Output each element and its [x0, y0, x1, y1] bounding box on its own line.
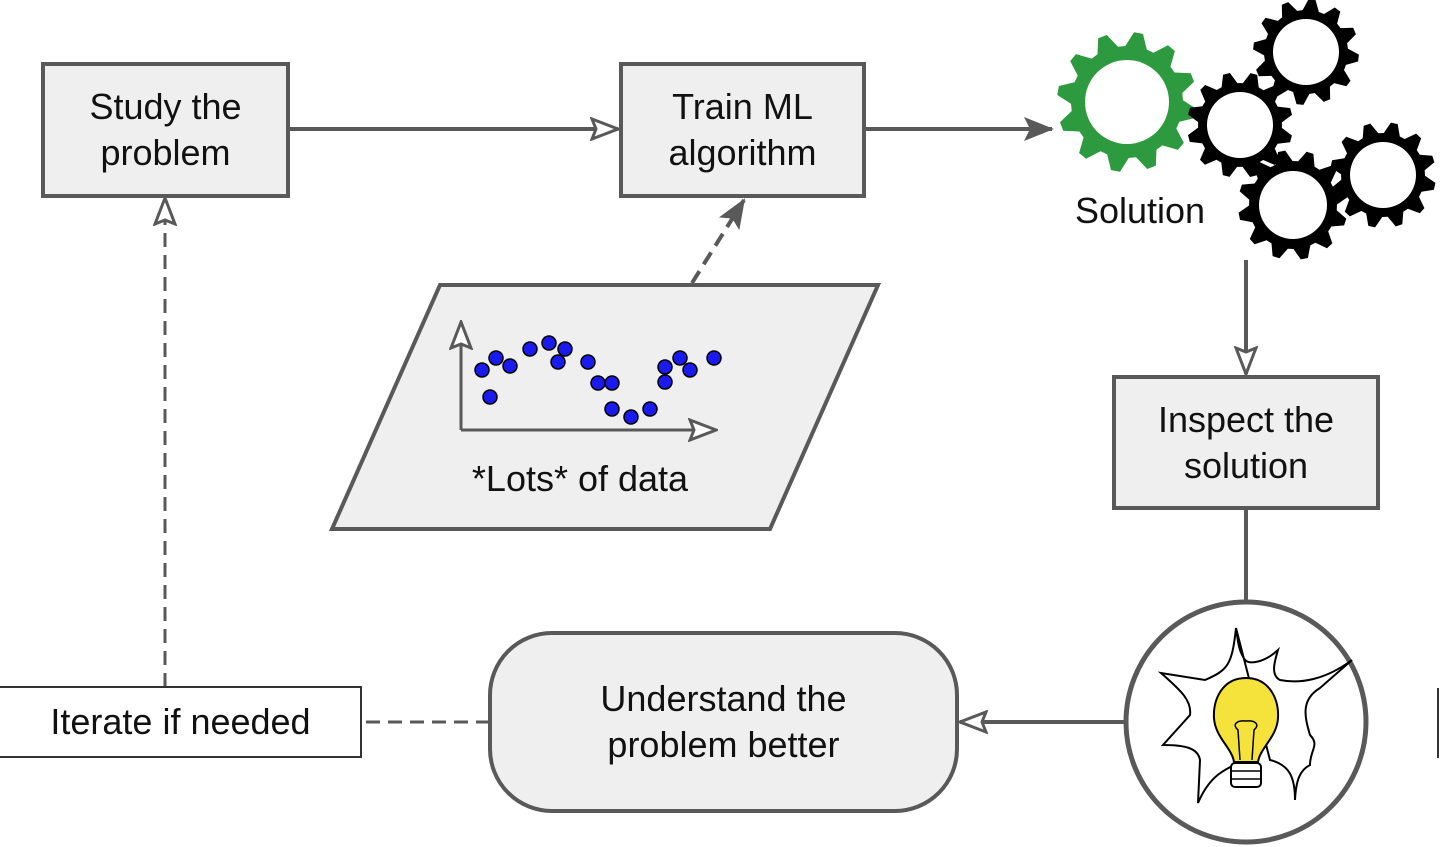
study-label: Study the problem: [89, 86, 242, 173]
lightbulb-icon: [1123, 599, 1369, 845]
data-point: [488, 350, 504, 366]
gear-icon: [1238, 150, 1348, 260]
data-point: [502, 358, 518, 374]
gear-icon: [1057, 32, 1197, 172]
data-point: [682, 362, 698, 378]
inspect-label: Inspect the solution: [1157, 398, 1335, 486]
data-point: [604, 375, 620, 391]
iterate-box: [0, 686, 362, 758]
solution-label: Solution: [1074, 190, 1206, 231]
data-point: [623, 409, 639, 425]
data-point: [672, 350, 688, 366]
data-point: [657, 374, 673, 390]
gears-icon: [1057, 0, 1436, 260]
gear-icon: [1253, 0, 1359, 105]
data-point: [541, 335, 557, 351]
arrow-data-to-train: [690, 198, 746, 285]
inspect-box: [1112, 375, 1380, 510]
train-label: Train ML algorithm: [668, 86, 817, 173]
data-label: *Lots* of data: [471, 458, 689, 499]
data-point: [706, 350, 722, 366]
data-point: [474, 362, 490, 378]
data-point: [482, 389, 498, 405]
data-point: [604, 401, 620, 417]
train-box: [619, 62, 866, 198]
scatter-plot-icon: [461, 322, 722, 430]
understand-box: [488, 631, 959, 813]
study-box: [41, 62, 290, 198]
data-point: [522, 341, 538, 357]
gear-icon: [1330, 122, 1436, 228]
data-point: [642, 401, 658, 417]
data-point: [550, 354, 566, 370]
data-point: [557, 341, 573, 357]
understand-label: Understand the problem better: [600, 678, 847, 765]
data-point: [657, 359, 673, 375]
data-point: [590, 375, 606, 391]
gear-icon: [1188, 73, 1292, 177]
data-point: [580, 354, 596, 370]
iterate-label: Iterate if needed: [50, 701, 311, 742]
